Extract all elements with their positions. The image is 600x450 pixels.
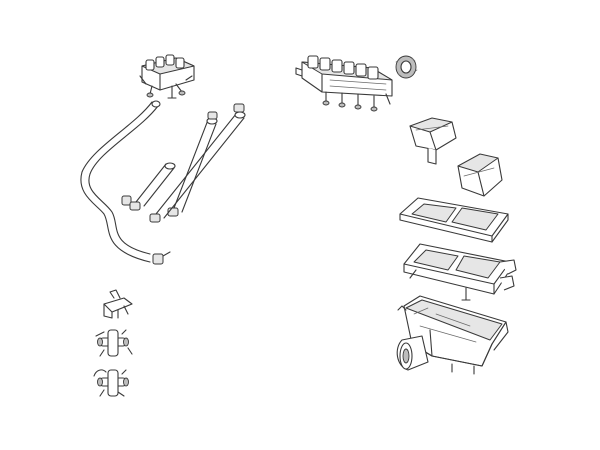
- valve-block-large: [295, 55, 393, 112]
- ring-nut: [395, 55, 418, 79]
- small-cup: [457, 153, 503, 197]
- tray-cover: [399, 197, 509, 243]
- hose-short-b: [167, 111, 218, 217]
- hose-short-c: [149, 103, 246, 223]
- hose-clamp: [152, 251, 171, 265]
- valve-block-small: [139, 54, 195, 99]
- dispenser-housing: [396, 295, 509, 375]
- hose-short-a: [129, 162, 176, 211]
- hose-clamp: [121, 195, 132, 206]
- bracket-clip: [103, 289, 133, 319]
- funnel: [409, 117, 457, 165]
- tray-frame: [403, 243, 517, 301]
- cross-connector-a: [95, 329, 133, 357]
- cross-connector-b: [93, 369, 129, 397]
- hose-long: [80, 100, 171, 265]
